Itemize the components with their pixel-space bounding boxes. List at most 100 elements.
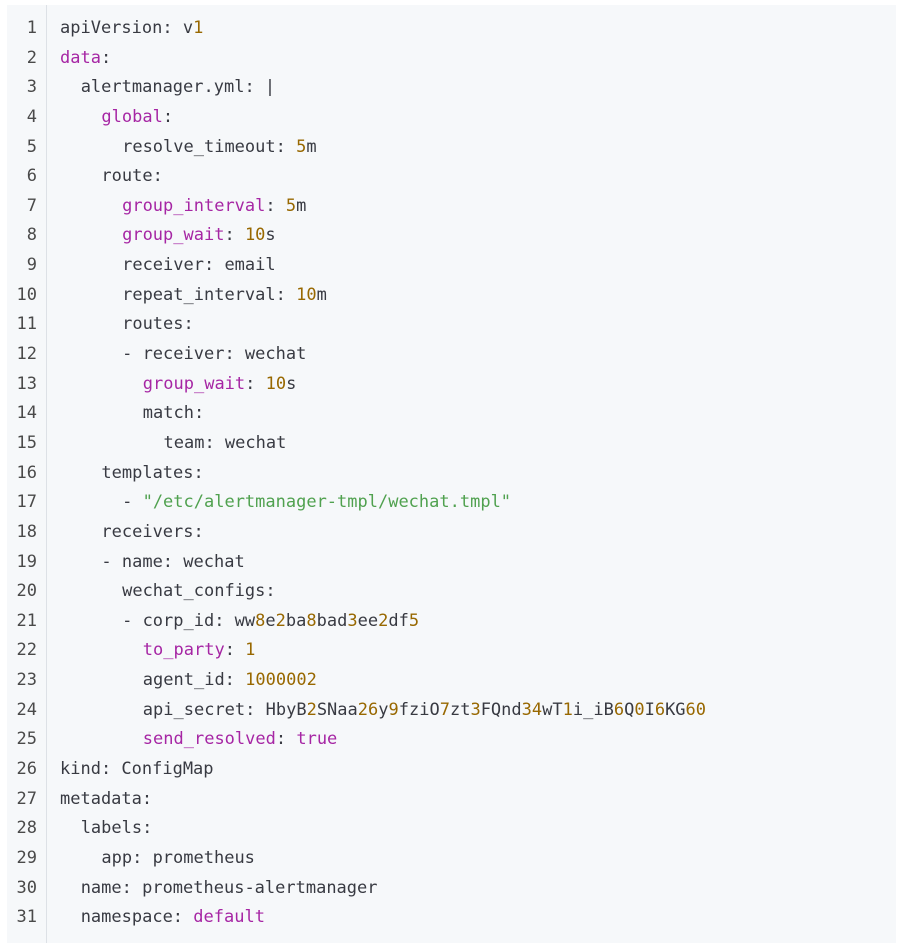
code-token: : [224, 225, 245, 246]
line-number: 16 [16, 462, 37, 483]
code-line: 29 app: prometheus [7, 844, 896, 874]
code-line: 9 receiver: email [7, 251, 896, 281]
code-token: name: prometheus-alertmanager [80, 877, 378, 898]
line-content: receiver: email [60, 251, 276, 281]
line-number: 19 [16, 551, 37, 572]
line-content: templates: [60, 459, 204, 489]
code-token: templates: [101, 462, 204, 483]
line-number: 25 [16, 729, 37, 750]
line-number: 14 [16, 403, 37, 424]
code-line: 23 agent_id: 1000002 [7, 666, 896, 696]
line-number: 9 [26, 255, 37, 276]
code-token: 10 [265, 373, 287, 394]
line-number: 17 [16, 492, 37, 513]
code-token: 8 [306, 610, 317, 631]
code-token: m [296, 195, 307, 216]
line-number: 29 [16, 847, 37, 868]
code-token: send_resolved [142, 729, 276, 750]
line-content: send_resolved: true [60, 725, 338, 755]
code-token: 2 [306, 699, 317, 720]
code-token: 1000002 [245, 670, 317, 691]
code-token: 5 [285, 195, 297, 216]
code-line: 22 to_party: 1 [7, 636, 896, 666]
code-token: group_interval [122, 195, 266, 216]
code-token: SNaa [316, 699, 358, 720]
code-token: - receiver: wechat [122, 344, 307, 365]
line-content: metadata: [60, 785, 152, 815]
code-token: match: [142, 403, 205, 424]
code-token: true [296, 729, 338, 750]
code-token: FQnd [480, 699, 522, 720]
code-token: - name: wechat [101, 551, 245, 572]
line-content: routes: [60, 310, 194, 340]
code-line: 17 - "/etc/alertmanager-tmpl/wechat.tmpl" [7, 488, 896, 518]
gutter-divider [46, 5, 47, 943]
line-content: namespace: default [60, 903, 265, 933]
line-number: 1 [26, 18, 37, 38]
line-number: 21 [16, 610, 37, 631]
line-content: agent_id: 1000002 [60, 666, 317, 696]
code-token: kind: ConfigMap [60, 759, 214, 780]
code-line: 20 wechat_configs: [7, 577, 896, 607]
line-content: - "/etc/alertmanager-tmpl/wechat.tmpl" [60, 488, 511, 518]
code-line: 16 templates: [7, 459, 896, 489]
code-token: 2 [378, 610, 389, 631]
code-token: : [265, 195, 286, 216]
line-content: - name: wechat [60, 548, 245, 578]
code-token: - [122, 492, 143, 513]
line-content: apiVersion: v1 [60, 14, 203, 44]
code-token: route: [101, 166, 163, 187]
code-token: namespace: [80, 907, 194, 928]
line-content: group_interval: 5m [60, 192, 306, 222]
code-token: 5 [296, 136, 307, 157]
line-content: resolve_timeout: 5m [60, 133, 317, 163]
line-number: 2 [26, 47, 37, 68]
line-number: 23 [16, 670, 37, 691]
code-line: 1 apiVersion: v1 [7, 14, 896, 44]
line-content: labels: [60, 814, 153, 844]
code-line: 21- corp_id: ww8e2ba8bad3ee2df5 [7, 607, 896, 637]
code-token: ba [285, 610, 307, 631]
line-number: 6 [26, 166, 37, 187]
line-content: receivers: [60, 518, 204, 548]
line-number: 20 [16, 581, 37, 602]
line-number: 11 [16, 314, 37, 335]
line-content: to_party: 1 [60, 636, 256, 666]
code-token: s [286, 373, 297, 394]
code-token: app: prometheus [101, 847, 255, 868]
line-number: 27 [16, 788, 37, 809]
line-content: group_wait: 10s [60, 370, 297, 400]
code-token: resolve_timeout: [122, 136, 297, 157]
code-token: to_party [142, 640, 225, 661]
code-token: 10 [296, 284, 317, 305]
line-content: api_secret: HbyB2SNaa26y9fziO7zt3FQnd34w… [60, 696, 706, 726]
code-token: - corp_id: ww [122, 610, 256, 631]
line-number: 22 [16, 640, 37, 661]
code-token: e [265, 610, 276, 631]
code-token: 5 [408, 610, 420, 631]
code-token: 3 [470, 699, 481, 720]
line-content: wechat_configs: [60, 577, 276, 607]
code-token: 3 [347, 610, 358, 631]
code-token: team: wechat [163, 432, 287, 453]
code-token: receiver: email [122, 255, 276, 276]
code-line: 11 routes: [7, 310, 896, 340]
code-token: 0 [634, 699, 645, 720]
code-token: api_secret: HbyB [142, 699, 307, 720]
line-content: name: prometheus-alertmanager [60, 874, 378, 904]
code-token: receivers: [101, 521, 204, 542]
code-token: m [316, 284, 327, 305]
code-token: agent_id: [142, 670, 246, 691]
code-token: KG [665, 699, 686, 720]
